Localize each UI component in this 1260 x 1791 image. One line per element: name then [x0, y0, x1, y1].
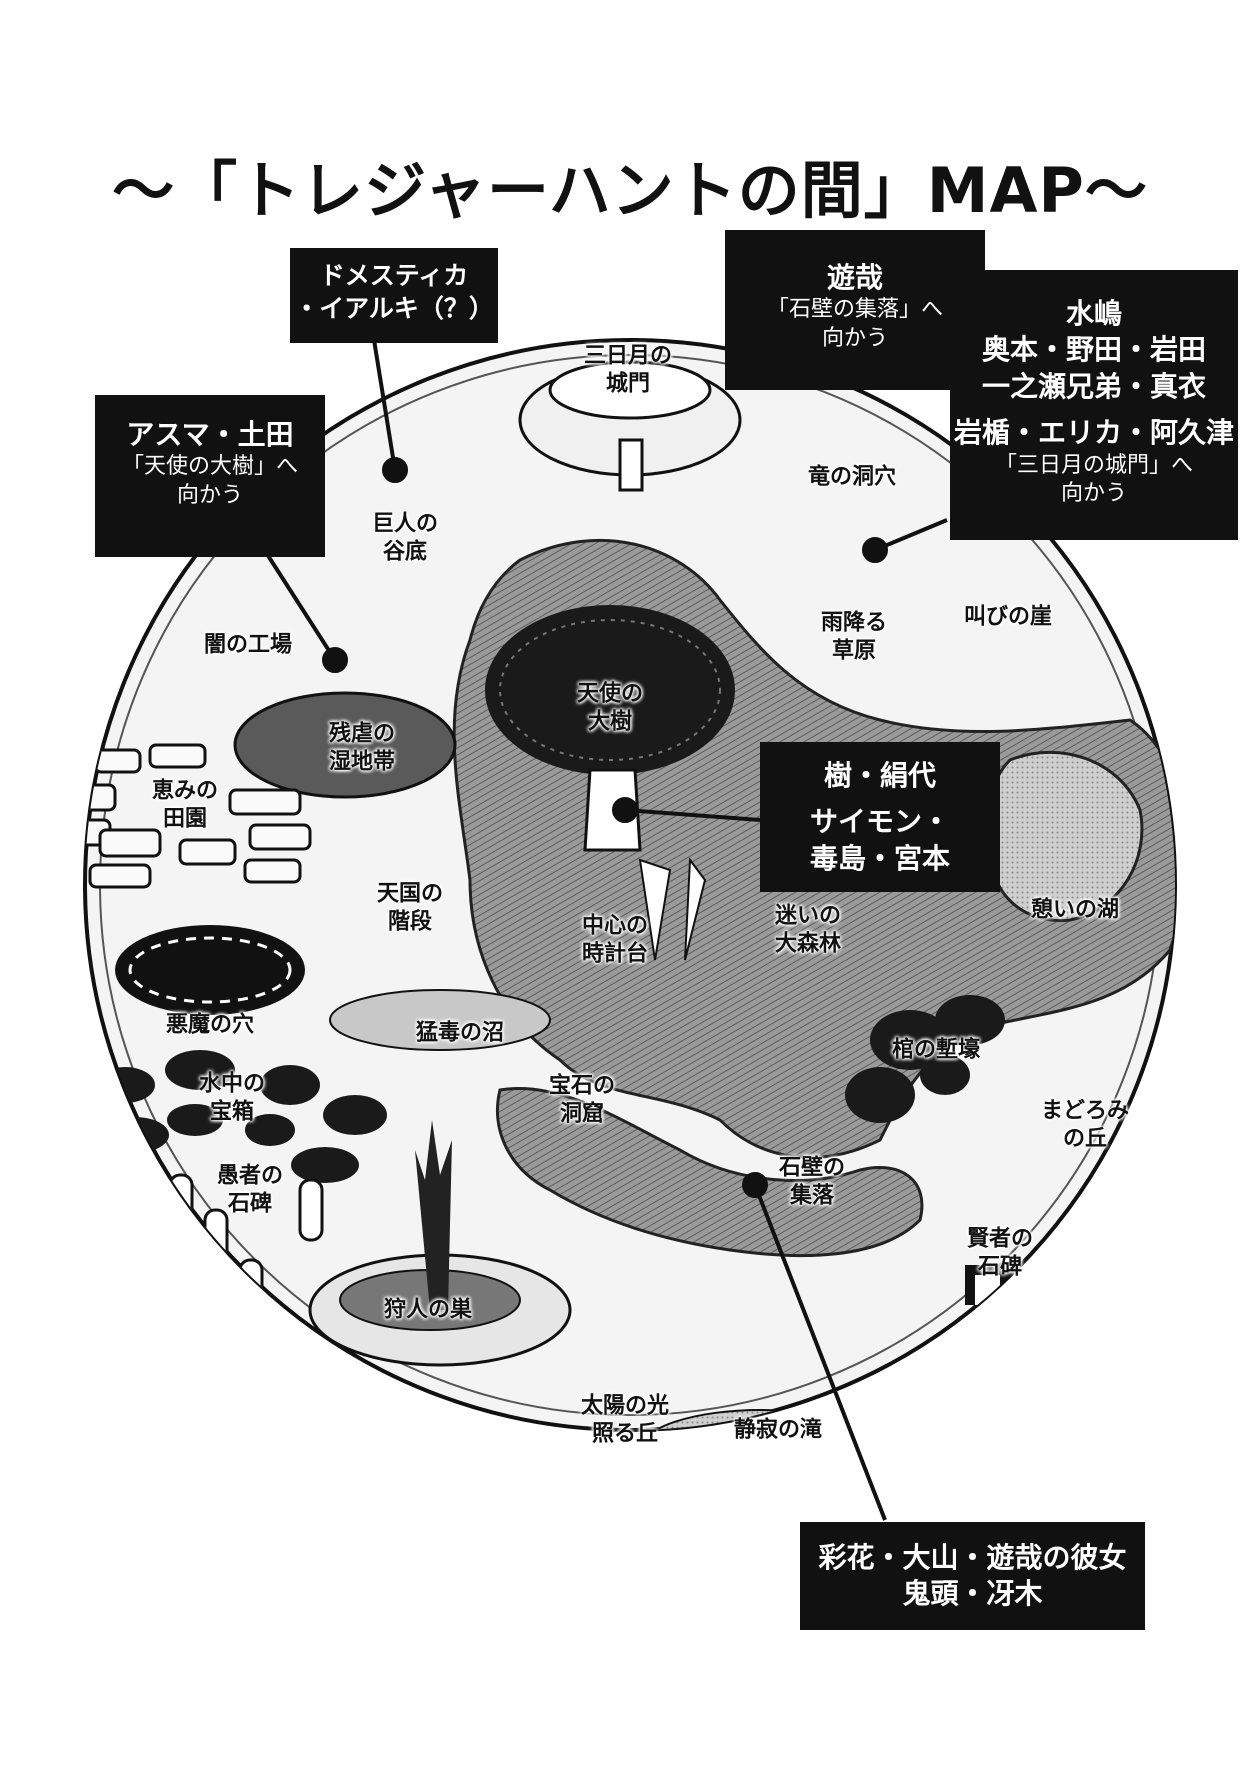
place-silent-falls: 静寂の滝	[733, 1417, 823, 1443]
page-title: 〜「トレジャーハントの間」MAP〜	[112, 154, 1148, 227]
angel-tree	[485, 605, 735, 961]
place-drowsy-hill: まどろみ の丘	[1040, 1098, 1130, 1152]
place-lost-forest: 迷いの 大森林	[774, 903, 842, 957]
place-angel-tree: 天使の 大樹	[576, 681, 644, 735]
place-rain-grassland: 雨降る 草原	[820, 610, 888, 664]
place-blessing-fields: 恵みの 田園	[151, 778, 219, 832]
crescent-gate	[518, 360, 742, 492]
south-forest	[495, 1087, 924, 1258]
box-itsuki: 樹・絹代 サイモン・ 毒島・宮本	[760, 742, 1000, 892]
place-poison-swamp: 猛毒の沼	[415, 1020, 505, 1046]
box-asuma: アスマ・土田 「天使の大樹」へ 向かう	[95, 395, 325, 557]
place-dark-factory: 闇の工場	[203, 632, 293, 658]
place-fool-monument: 愚者の 石碑	[216, 1163, 284, 1217]
box-mizushima: 水嶋 奥本・野田・岩田 一之瀬兄弟・真衣 岩楯・エリカ・阿久津 「三日月の城門」…	[950, 270, 1238, 540]
box-domestica: ドメスティカ ・イアルキ（？）	[290, 248, 498, 343]
box-yuya: 遊哉 「石壁の集落」へ 向かう	[725, 230, 985, 390]
place-mikazuki-gate: 三日月の 城門	[583, 343, 673, 397]
place-sunlit-hill: 太陽の光 照る丘	[580, 1393, 670, 1447]
place-dragon-cave: 竜の洞穴	[807, 464, 897, 490]
place-coffin-trench: 棺の塹壕	[891, 1037, 981, 1063]
leader-lines	[256, 314, 948, 1521]
place-stone-village: 石壁の 集落	[778, 1155, 846, 1209]
place-scream-cliff: 叫びの崖	[963, 604, 1053, 630]
coffin-trench-area	[845, 995, 1005, 1123]
place-wise-monument: 賢者の 石碑	[966, 1226, 1034, 1280]
place-underwater-chest: 水中の 宝箱	[198, 1071, 266, 1125]
place-rest-lake: 憩いの湖	[1030, 897, 1120, 923]
silent-falls-pool	[639, 1409, 881, 1430]
cruel-marsh-area	[233, 691, 457, 799]
poison-swamp-area	[329, 989, 551, 1051]
hunter-nest-area	[308, 1120, 572, 1367]
place-hunter-nest: 狩人の巣	[383, 1297, 473, 1323]
place-giant-valley: 巨人の 谷底	[371, 511, 439, 565]
box-ayaka: 彩花・大山・遊哉の彼女 鬼頭・冴木	[800, 1522, 1145, 1630]
place-heaven-stairs: 天国の 階段	[376, 881, 444, 935]
place-devil-hole: 悪魔の穴	[165, 1012, 255, 1038]
place-central-clock: 中心の 時計台	[581, 913, 649, 967]
devil-hole-area	[115, 925, 305, 1015]
place-gem-cave: 宝石の 洞窟	[548, 1073, 616, 1127]
place-cruel-marsh: 残虐の 湿地帯	[328, 721, 396, 775]
rice-paddies	[85, 743, 312, 889]
